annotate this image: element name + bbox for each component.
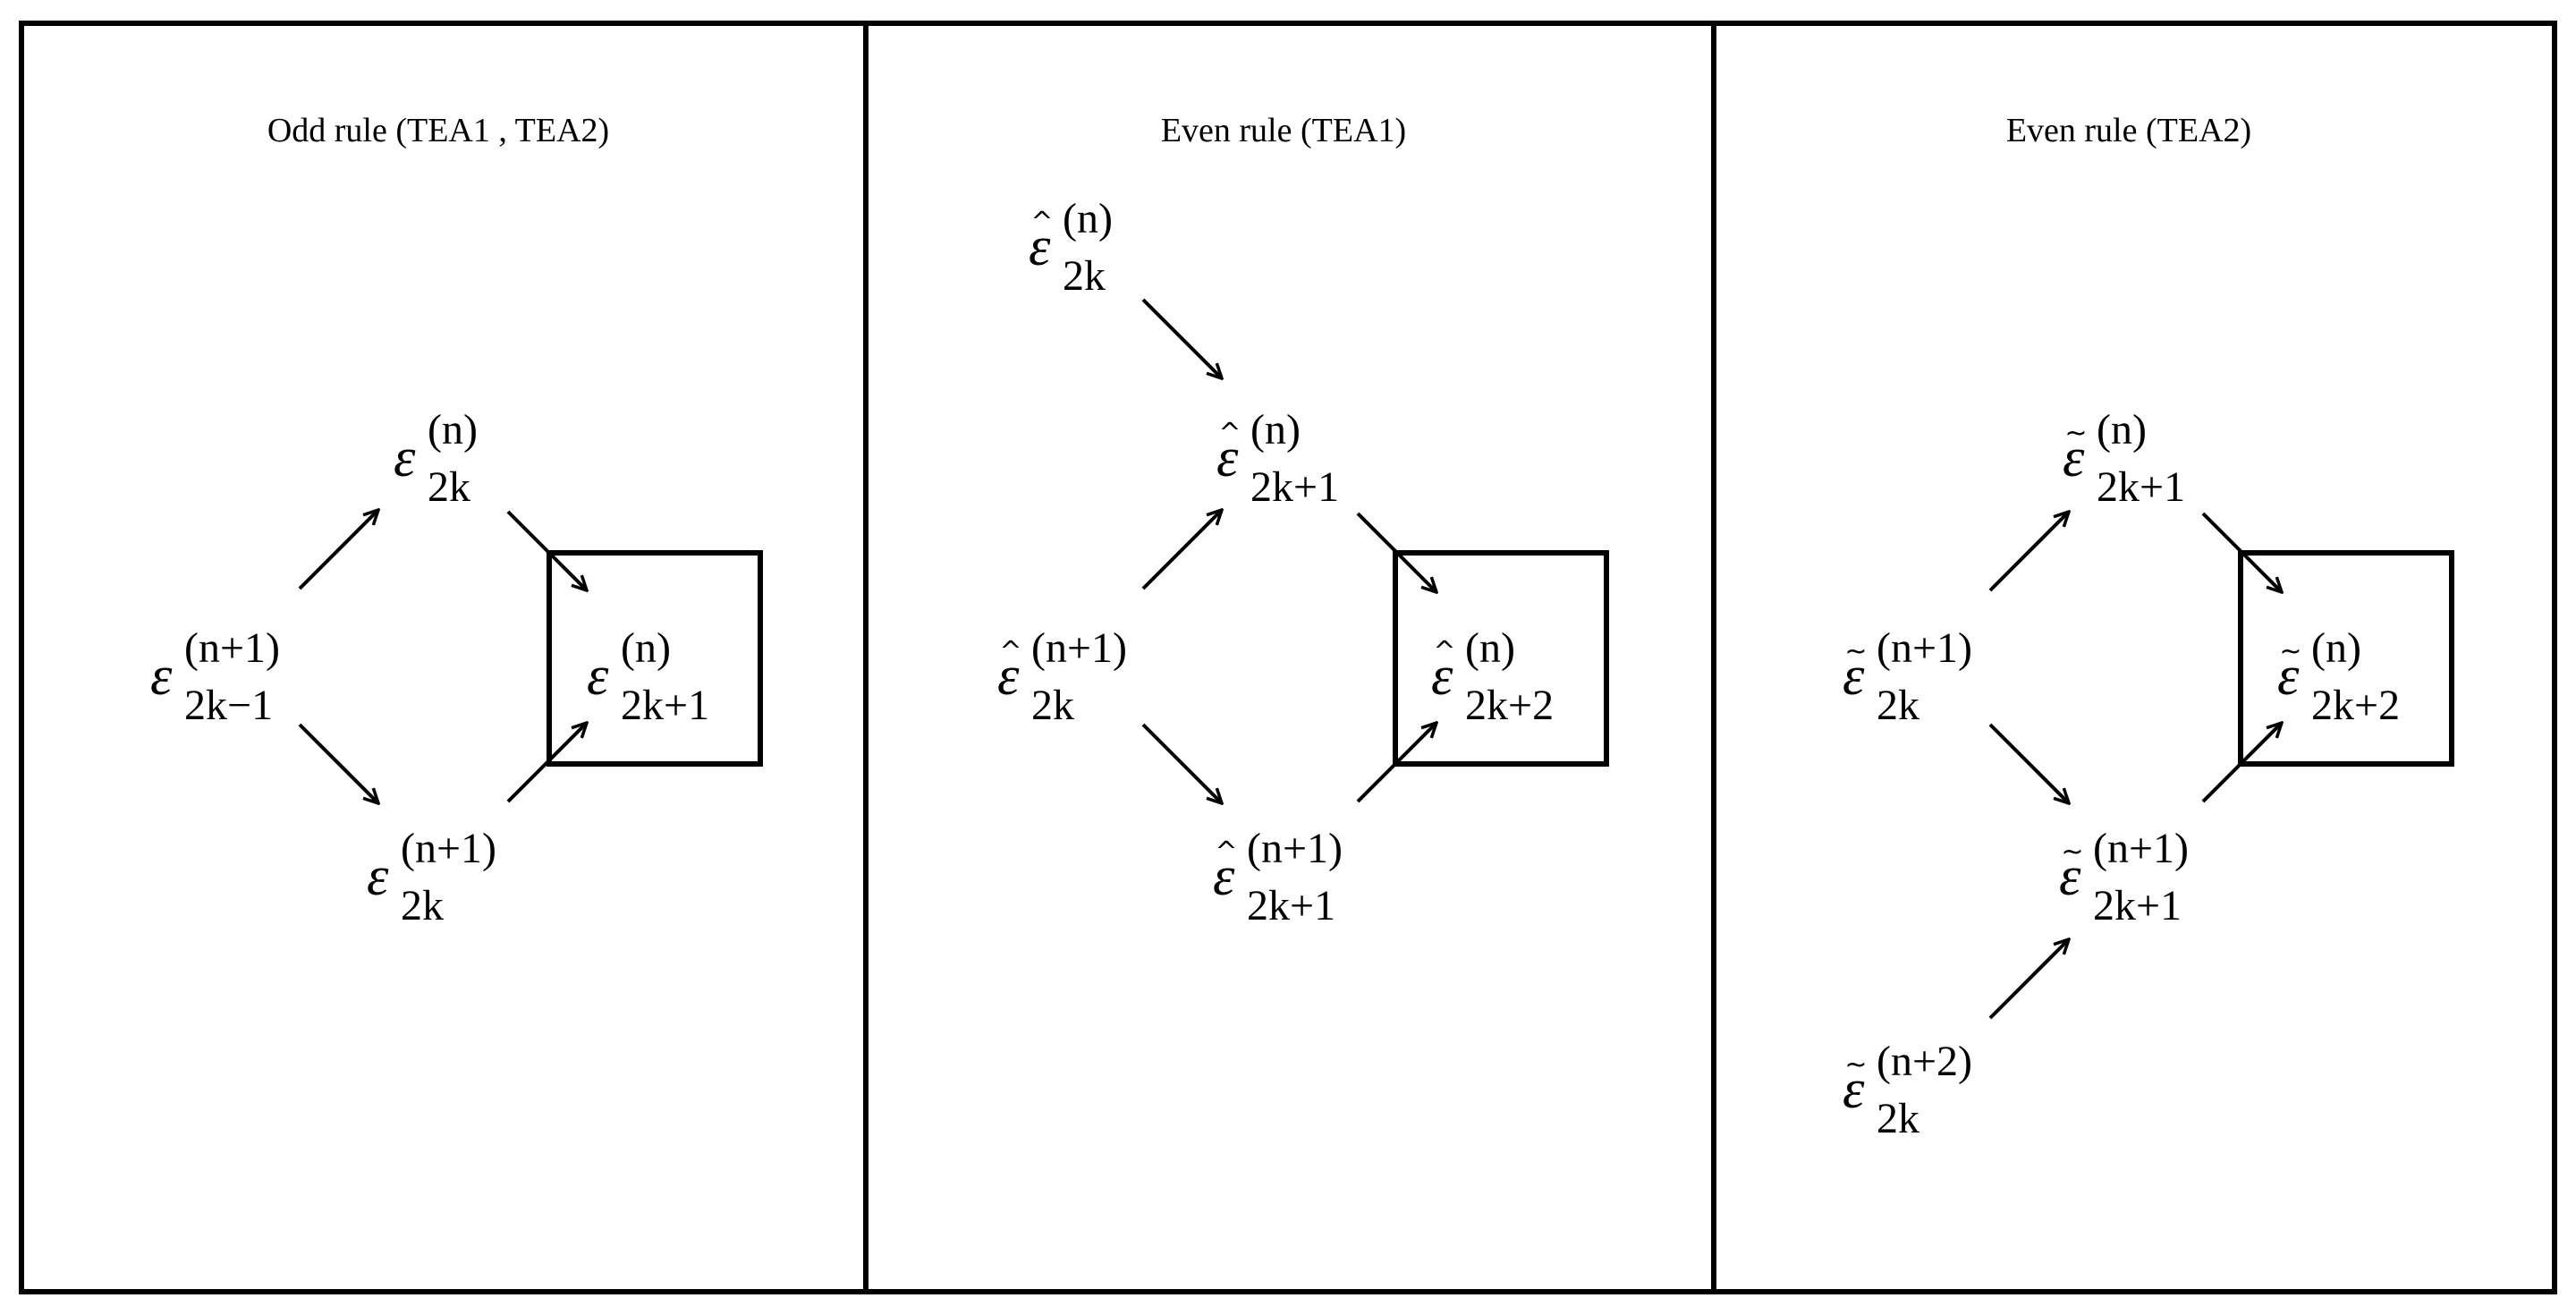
math-node: ~ ε (n+1) 2k bbox=[1843, 624, 1972, 729]
arrow-left-to-top bbox=[1988, 512, 2069, 592]
svg-text:ε: ε bbox=[2063, 428, 2085, 488]
arrow-top-to-result bbox=[1356, 512, 1436, 592]
svg-text:2k: 2k bbox=[1031, 682, 1074, 729]
svg-text:2k+1: 2k+1 bbox=[1250, 463, 1339, 511]
math-node: ^ ε (n+1) 2k+1 bbox=[1213, 825, 1343, 929]
svg-text:ε: ε bbox=[2277, 646, 2300, 707]
math-node: ε (n) 2k+1 bbox=[587, 624, 709, 729]
svg-text:~: ~ bbox=[2064, 418, 2087, 449]
svg-text:(n+2): (n+2) bbox=[1877, 1038, 1972, 1085]
svg-text:ε: ε bbox=[1843, 646, 1865, 707]
svg-text:^: ^ bbox=[999, 636, 1021, 667]
svg-text:~: ~ bbox=[1844, 1049, 1867, 1081]
svg-text:(n): (n) bbox=[1250, 406, 1301, 454]
svg-text:(n): (n) bbox=[1063, 195, 1113, 242]
arrow-top-to-result bbox=[506, 510, 587, 590]
svg-text:(n+1): (n+1) bbox=[184, 624, 280, 672]
svg-text:ε: ε bbox=[587, 646, 609, 707]
svg-text:~: ~ bbox=[2061, 836, 2083, 868]
svg-text:2k+1: 2k+1 bbox=[1247, 882, 1335, 929]
panel-title-odd: Odd rule (TEA1 , TEA2) bbox=[267, 112, 609, 149]
math-node: ~ ε (n) 2k+1 bbox=[2063, 406, 2185, 511]
svg-text:ε: ε bbox=[394, 428, 416, 488]
result-box-even-tea1 bbox=[1393, 550, 1609, 767]
result-box-odd bbox=[547, 550, 763, 767]
svg-text:(n+1): (n+1) bbox=[1877, 624, 1972, 672]
svg-text:2k: 2k bbox=[1877, 682, 1919, 729]
arrow-left-to-bottom bbox=[1988, 723, 2069, 803]
svg-text:^: ^ bbox=[1433, 636, 1455, 667]
panel-border-odd bbox=[19, 21, 869, 1294]
svg-text:2k+1: 2k+1 bbox=[2093, 882, 2182, 929]
svg-text:ε: ε bbox=[1431, 646, 1453, 707]
arrow-bottom-to-result bbox=[2201, 723, 2282, 803]
math-node: ^ ε (n) 2k bbox=[1029, 195, 1113, 300]
svg-text:(n): (n) bbox=[1465, 624, 1515, 672]
panel-border-even-tea2 bbox=[1711, 21, 2557, 1294]
arrow-left-to-top bbox=[298, 510, 378, 590]
svg-text:~: ~ bbox=[2279, 636, 2301, 667]
arrow-top-to-result bbox=[2201, 512, 2282, 592]
math-node: ~ ε (n+1) 2k+1 bbox=[2059, 825, 2189, 929]
arrow-left-to-bottom bbox=[298, 723, 378, 803]
panel-title-even-tea1: Even rule (TEA1) bbox=[1161, 112, 1406, 149]
svg-text:2k: 2k bbox=[1063, 252, 1106, 300]
math-node: ^ ε (n+1) 2k bbox=[997, 624, 1127, 729]
arrow-extra-to-top bbox=[1141, 298, 1222, 378]
svg-text:2k: 2k bbox=[1877, 1095, 1919, 1142]
svg-text:2k+1: 2k+1 bbox=[621, 682, 709, 729]
svg-text:(n): (n) bbox=[428, 406, 478, 454]
math-node: ~ ε (n+2) 2k bbox=[1843, 1038, 1972, 1142]
result-box-even-tea2 bbox=[2238, 550, 2454, 767]
math-node: ε (n+1) 2k−1 bbox=[150, 624, 280, 729]
svg-text:ε: ε bbox=[997, 646, 1020, 707]
svg-text:(n+1): (n+1) bbox=[1247, 825, 1343, 872]
panel-border-even-tea1 bbox=[863, 21, 1716, 1294]
svg-text:ε: ε bbox=[367, 846, 389, 907]
arrow-left-to-top bbox=[1141, 510, 1222, 590]
svg-text:ε: ε bbox=[1216, 428, 1239, 488]
svg-text:2k+2: 2k+2 bbox=[2311, 682, 2400, 729]
svg-text:2k+1: 2k+1 bbox=[2097, 463, 2185, 511]
svg-text:2k: 2k bbox=[428, 463, 470, 511]
svg-text:2k+2: 2k+2 bbox=[1465, 682, 1554, 729]
arrow-left-to-bottom bbox=[1141, 723, 1222, 803]
math-node: ^ ε (n) 2k+2 bbox=[1431, 624, 1554, 729]
svg-text:(n): (n) bbox=[2097, 406, 2147, 454]
svg-text:ε: ε bbox=[2059, 846, 2081, 907]
svg-text:(n+1): (n+1) bbox=[401, 825, 496, 872]
svg-text:ε: ε bbox=[1213, 846, 1235, 907]
math-node: ε (n) 2k bbox=[394, 406, 478, 511]
svg-text:(n): (n) bbox=[2311, 624, 2361, 672]
math-node: ^ ε (n) 2k+1 bbox=[1216, 406, 1339, 511]
svg-text:ε: ε bbox=[1029, 216, 1051, 277]
svg-text:2k: 2k bbox=[401, 882, 444, 929]
arrow-bottom-to-result bbox=[506, 723, 587, 803]
svg-text:^: ^ bbox=[1218, 418, 1241, 449]
arrow-bottom-to-result bbox=[1356, 723, 1436, 803]
math-node: ~ ε (n) 2k+2 bbox=[2277, 624, 2400, 729]
svg-text:^: ^ bbox=[1030, 207, 1053, 238]
svg-text:ε: ε bbox=[1843, 1059, 1865, 1120]
svg-text:(n+1): (n+1) bbox=[2093, 825, 2189, 872]
svg-text:ε: ε bbox=[150, 646, 173, 707]
svg-text:~: ~ bbox=[1844, 636, 1867, 667]
arrow-extra-to-bottom bbox=[1988, 939, 2069, 1020]
math-node: ε (n+1) 2k bbox=[367, 825, 496, 929]
svg-text:^: ^ bbox=[1215, 836, 1237, 868]
svg-text:2k−1: 2k−1 bbox=[184, 682, 273, 729]
svg-text:(n): (n) bbox=[621, 624, 671, 672]
panel-title-even-tea2: Even rule (TEA2) bbox=[2006, 112, 2251, 149]
svg-text:(n+1): (n+1) bbox=[1031, 624, 1127, 672]
